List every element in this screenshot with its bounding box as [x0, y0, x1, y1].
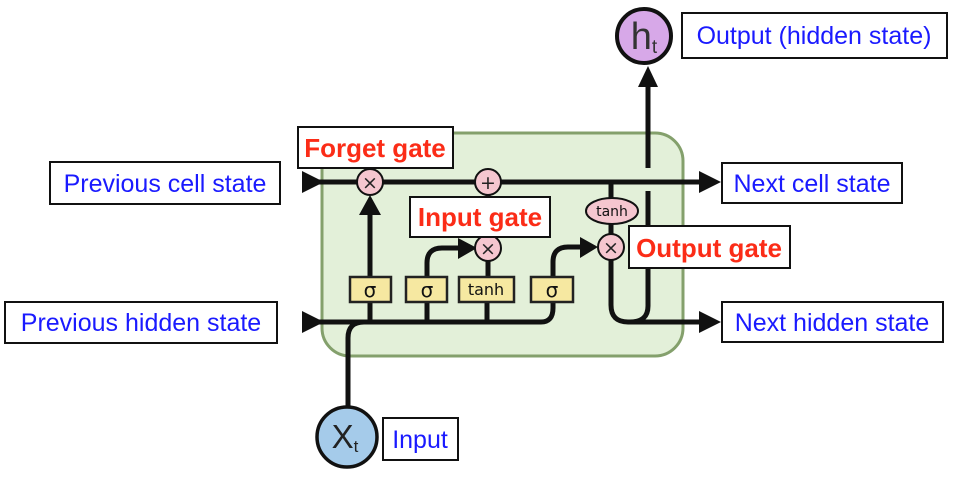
output-gate-label-box — [628, 225, 791, 269]
prev-cell-label-box — [49, 161, 281, 205]
next-cell-label-box — [721, 162, 903, 204]
sigma1-label: σ — [364, 278, 377, 302]
input-gate-label-box — [409, 196, 551, 238]
io-labels: Previous cell state Previous hidden stat… — [4, 12, 948, 461]
prev-cell-label: Previous cell state — [64, 170, 267, 198]
tanh-box-label: tanh — [468, 280, 504, 299]
hidden-state-line — [318, 300, 556, 325]
prev-hidden-arrowhead — [302, 311, 324, 333]
prev-cell-arrowhead — [302, 171, 324, 193]
sigma3-box — [529, 275, 575, 304]
input-label-box — [382, 417, 459, 461]
output-arrowhead — [638, 66, 658, 87]
output-gate-label: Output gate — [636, 233, 782, 263]
output-multiply-symbol: × — [603, 237, 619, 259]
input-branch-wire — [345, 319, 365, 409]
input-label: Input — [392, 426, 448, 454]
sigma2-label: σ — [421, 278, 434, 302]
hidden-up-lower-wire — [629, 191, 651, 325]
sigma3-label: σ — [546, 278, 559, 302]
add-node — [474, 168, 502, 196]
hidden-symbol-main: h — [631, 16, 652, 58]
input-gate-arrowhead — [458, 238, 477, 259]
input-gate-label: Input gate — [418, 202, 542, 232]
cell-tanh-label: tanh — [596, 204, 628, 220]
next-hidden-arrowhead — [699, 311, 721, 333]
sigma2-box — [404, 275, 449, 304]
output-label-box — [681, 12, 948, 59]
sigma1-box — [348, 275, 393, 304]
hidden-symbol-sub: t — [652, 37, 658, 58]
hidden-state-symbol: ht — [631, 16, 658, 58]
output-gate-arrowhead — [580, 237, 598, 258]
gate-labels: Forget gate Input gate Output gate — [297, 126, 791, 269]
input-gate-wire — [424, 245, 460, 277]
input-symbol-main: X — [332, 418, 354, 455]
next-hidden-label: Next hidden state — [735, 309, 930, 337]
forget-gate-label: Forget gate — [304, 133, 446, 163]
output-gate-wire — [550, 244, 582, 277]
input-node — [315, 405, 379, 469]
next-cell-label: Next cell state — [733, 170, 890, 198]
forget-multiply-symbol: × — [362, 172, 378, 194]
prev-hidden-label-box — [4, 301, 278, 344]
output-label: Output (hidden state) — [697, 22, 932, 50]
next-hidden-label-box — [721, 301, 944, 343]
hidden-state-node — [615, 7, 673, 65]
forget-gate-label-box — [297, 126, 454, 169]
cell-tanh-node — [585, 197, 639, 225]
prev-hidden-label: Previous hidden state — [21, 309, 261, 337]
input-symbol: Xt — [332, 418, 359, 456]
input-symbol-sub: t — [354, 437, 359, 456]
tanh-box — [457, 275, 516, 304]
output-multiply-down-wire — [608, 259, 701, 325]
forget-arrowhead — [359, 195, 381, 215]
add-symbol: + — [480, 172, 496, 194]
next-cell-arrowhead — [699, 171, 721, 193]
output-multiply-node — [597, 233, 625, 261]
input-multiply-symbol: × — [480, 238, 496, 260]
